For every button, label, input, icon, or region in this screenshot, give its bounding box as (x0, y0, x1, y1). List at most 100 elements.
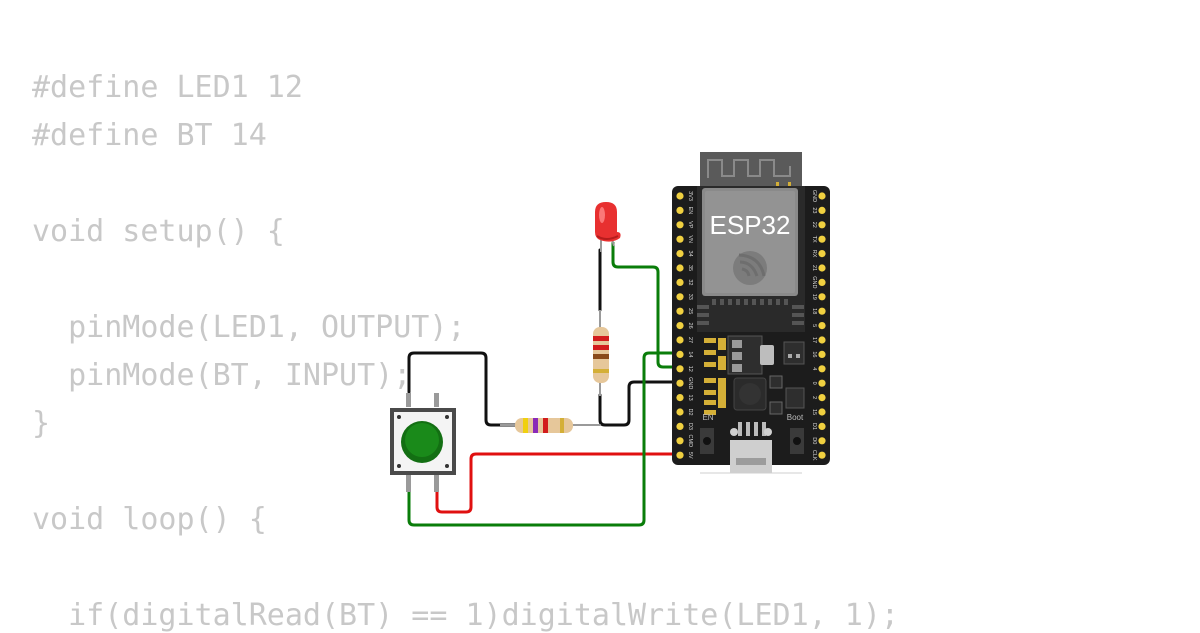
left-pin-header[interactable]: 3V3ENVPVN343532332526271412GND13D2D3CMD5… (676, 191, 693, 459)
right-pin-label: GND (811, 190, 817, 202)
right-pin-hole[interactable] (818, 379, 826, 387)
left-pin-hole[interactable] (676, 235, 684, 243)
left-pin-label: CMD (687, 435, 693, 448)
left-pin-label: D3 (687, 423, 693, 430)
left-pin-hole[interactable] (676, 365, 684, 373)
right-pin-label: 19 (811, 294, 817, 300)
left-pin-hole[interactable] (676, 451, 684, 459)
svg-text:Boot: Boot (787, 413, 804, 422)
right-pin-hole[interactable] (818, 322, 826, 330)
boot-button[interactable]: Boot (787, 413, 804, 454)
wire-button-to-resistor[interactable] (407, 351, 517, 427)
right-pin-label: 5 (811, 324, 817, 327)
left-pin-label: 12 (687, 366, 693, 372)
left-pin-hole[interactable] (676, 336, 684, 344)
right-pin-label: TX (811, 236, 817, 243)
left-pin-hole[interactable] (676, 322, 684, 330)
left-pin-label: 35 (687, 265, 693, 271)
code-line-7: pinMode(BT, INPUT); (32, 358, 412, 393)
board-name: ESP32 (710, 210, 791, 240)
module-castellations (697, 299, 804, 325)
left-pin-hole[interactable] (676, 221, 684, 229)
left-pin-label: 13 (687, 395, 693, 401)
left-pin-label: VN (687, 235, 693, 243)
left-pin-hole[interactable] (676, 350, 684, 358)
left-pin-hole[interactable] (676, 379, 684, 387)
right-pin-hole[interactable] (818, 235, 826, 243)
code-line-12: if(digitalRead(BT) == 1)digitalWrite(LED… (32, 598, 899, 633)
left-pin-hole[interactable] (676, 293, 684, 301)
vertical-resistor[interactable] (593, 310, 609, 396)
wire-button-to-pin14[interactable] (407, 351, 682, 527)
right-pin-label: 23 (811, 207, 817, 213)
esp32-board[interactable]: ESP32 (672, 152, 830, 474)
horizontal-resistor[interactable] (500, 418, 573, 433)
right-pin-hole[interactable] (818, 307, 826, 315)
board-components (704, 335, 805, 415)
left-pin-label: EN (687, 207, 693, 215)
left-pin-label: GND (687, 377, 693, 389)
right-pin-hole[interactable] (818, 422, 826, 430)
right-pin-hole[interactable] (818, 264, 826, 272)
right-pin-hole[interactable] (818, 293, 826, 301)
right-pin-label: 0 (811, 382, 817, 385)
left-pin-hole[interactable] (676, 278, 684, 286)
svg-text:EN: EN (702, 413, 713, 422)
right-pin-label: 15 (811, 409, 817, 415)
left-pin-label: 32 (687, 279, 693, 285)
left-pin-hole[interactable] (676, 394, 684, 402)
code-line-10: void loop() { (32, 502, 267, 537)
right-pin-hole[interactable] (818, 408, 826, 416)
right-pin-hole[interactable] (818, 221, 826, 229)
right-pin-hole[interactable] (818, 365, 826, 373)
left-pin-hole[interactable] (676, 250, 684, 258)
left-pin-hole[interactable] (676, 307, 684, 315)
right-pin-label: 21 (811, 265, 817, 271)
left-pin-hole[interactable] (676, 206, 684, 214)
left-pin-hole[interactable] (676, 437, 684, 445)
right-pin-label: 16 (811, 351, 817, 357)
wire-resistor-to-gnd[interactable] (598, 380, 682, 427)
right-pin-label: CLK (811, 450, 817, 461)
en-button[interactable]: EN (700, 413, 714, 454)
left-pin-label: 27 (687, 337, 693, 343)
right-pin-label: 2 (811, 396, 817, 399)
right-pin-hole[interactable] (818, 336, 826, 344)
wire-button-to-5v[interactable] (435, 452, 682, 514)
right-pin-label: D0 (811, 437, 817, 444)
left-pin-hole[interactable] (676, 264, 684, 272)
code-line-6: pinMode(LED1, OUTPUT); (32, 310, 466, 345)
left-pin-label: 34 (687, 251, 693, 257)
right-pin-label: D1 (811, 423, 817, 430)
right-pin-hole[interactable] (818, 394, 826, 402)
right-pin-hole[interactable] (818, 192, 826, 200)
left-pin-hole[interactable] (676, 422, 684, 430)
right-pin-label: RX (811, 250, 817, 258)
right-pin-hole[interactable] (818, 278, 826, 286)
right-pin-label: GND (811, 276, 817, 288)
right-pin-label: 18 (811, 308, 817, 314)
left-pin-label: 5V (687, 452, 693, 459)
right-pin-hole[interactable] (818, 206, 826, 214)
wire-led-to-pin12[interactable] (611, 241, 682, 369)
right-pin-label: 22 (811, 222, 817, 228)
right-pin-hole[interactable] (818, 451, 826, 459)
code-line-1: #define LED1 12 (32, 70, 303, 105)
left-pin-hole[interactable] (676, 408, 684, 416)
right-pin-hole[interactable] (818, 437, 826, 445)
right-pin-label: 17 (811, 337, 817, 343)
red-led[interactable] (595, 202, 621, 252)
espressif-logo-icon (733, 251, 767, 285)
left-pin-label: 14 (687, 351, 693, 357)
right-pin-hole[interactable] (818, 250, 826, 258)
left-pin-label: 33 (687, 294, 693, 300)
push-button[interactable] (390, 393, 456, 492)
right-pin-label: 4 (811, 367, 817, 370)
left-pin-hole[interactable] (676, 192, 684, 200)
right-pin-hole[interactable] (818, 350, 826, 358)
left-pin-label: 25 (687, 308, 693, 314)
code-line-4: void setup() { (32, 214, 285, 249)
